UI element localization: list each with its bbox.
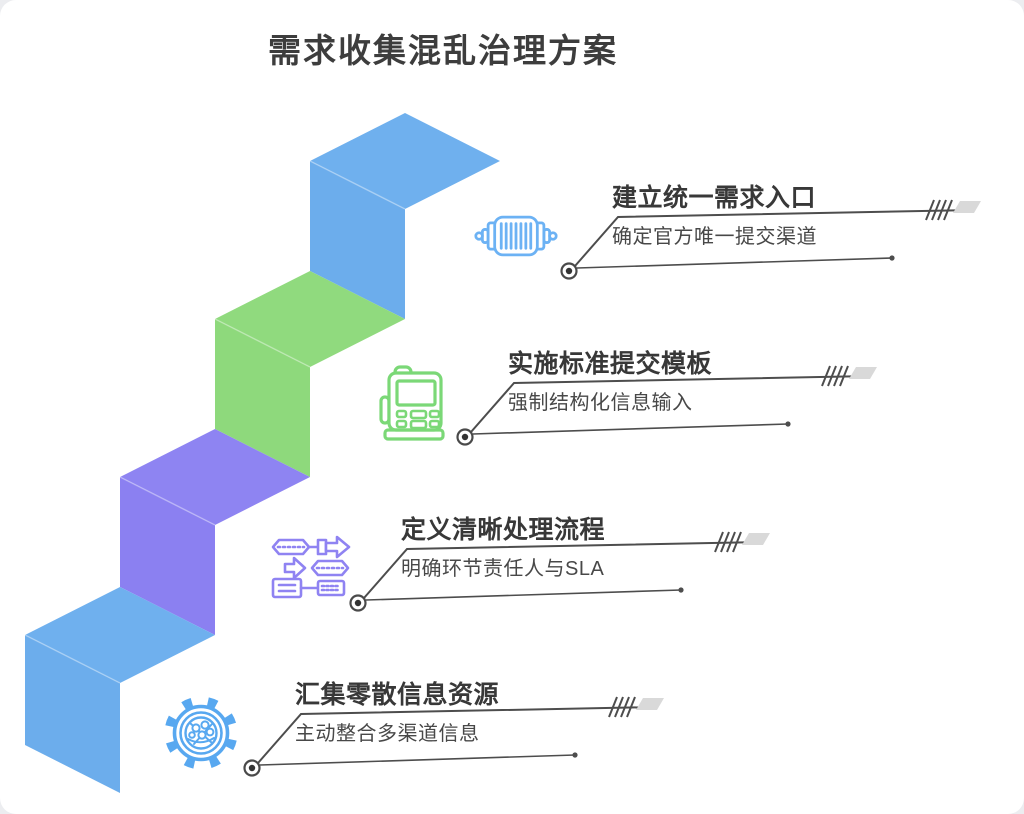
- step-3-subtitle: 明确环节责任人与SLA: [401, 558, 605, 580]
- staircase-step-3: [120, 429, 310, 635]
- gear-globe-icon: [164, 696, 238, 770]
- staircase-seams: [24, 160, 406, 684]
- step-1-title: 建立统一需求入口: [612, 184, 817, 212]
- step-1-subtitle: 确定官方唯一提交渠道: [612, 226, 817, 248]
- step4-front-face: [25, 635, 120, 793]
- staircase-step-2: [215, 271, 405, 477]
- step-4-title: 汇集零散信息资源: [295, 681, 500, 709]
- motor-coil-icon: [474, 215, 558, 257]
- step3-front-face: [120, 477, 215, 635]
- staircase-step-4: [25, 587, 215, 793]
- step-3-title: 定义清晰处理流程: [401, 516, 606, 544]
- staircase-step-1: [310, 113, 500, 319]
- flowchart-icon: [271, 535, 351, 599]
- step-2-text: 实施标准提交模板 强制结构化信息输入: [508, 349, 712, 415]
- step-3-text: 定义清晰处理流程 明确环节责任人与SLA: [401, 515, 605, 581]
- terminal-device-icon: [379, 365, 445, 441]
- step-4-text: 汇集零散信息资源 主动整合多渠道信息: [295, 680, 499, 746]
- step-1-text: 建立统一需求入口 确定官方唯一提交渠道: [612, 183, 817, 249]
- step2-front-face: [215, 319, 310, 477]
- staircase: [24, 113, 500, 793]
- step-2-title: 实施标准提交模板: [508, 350, 713, 378]
- page-title: 需求收集混乱治理方案: [268, 32, 618, 69]
- step-4-subtitle: 主动整合多渠道信息: [295, 723, 480, 745]
- step-2-subtitle: 强制结构化信息输入: [508, 392, 693, 414]
- step1-front-face: [310, 161, 405, 319]
